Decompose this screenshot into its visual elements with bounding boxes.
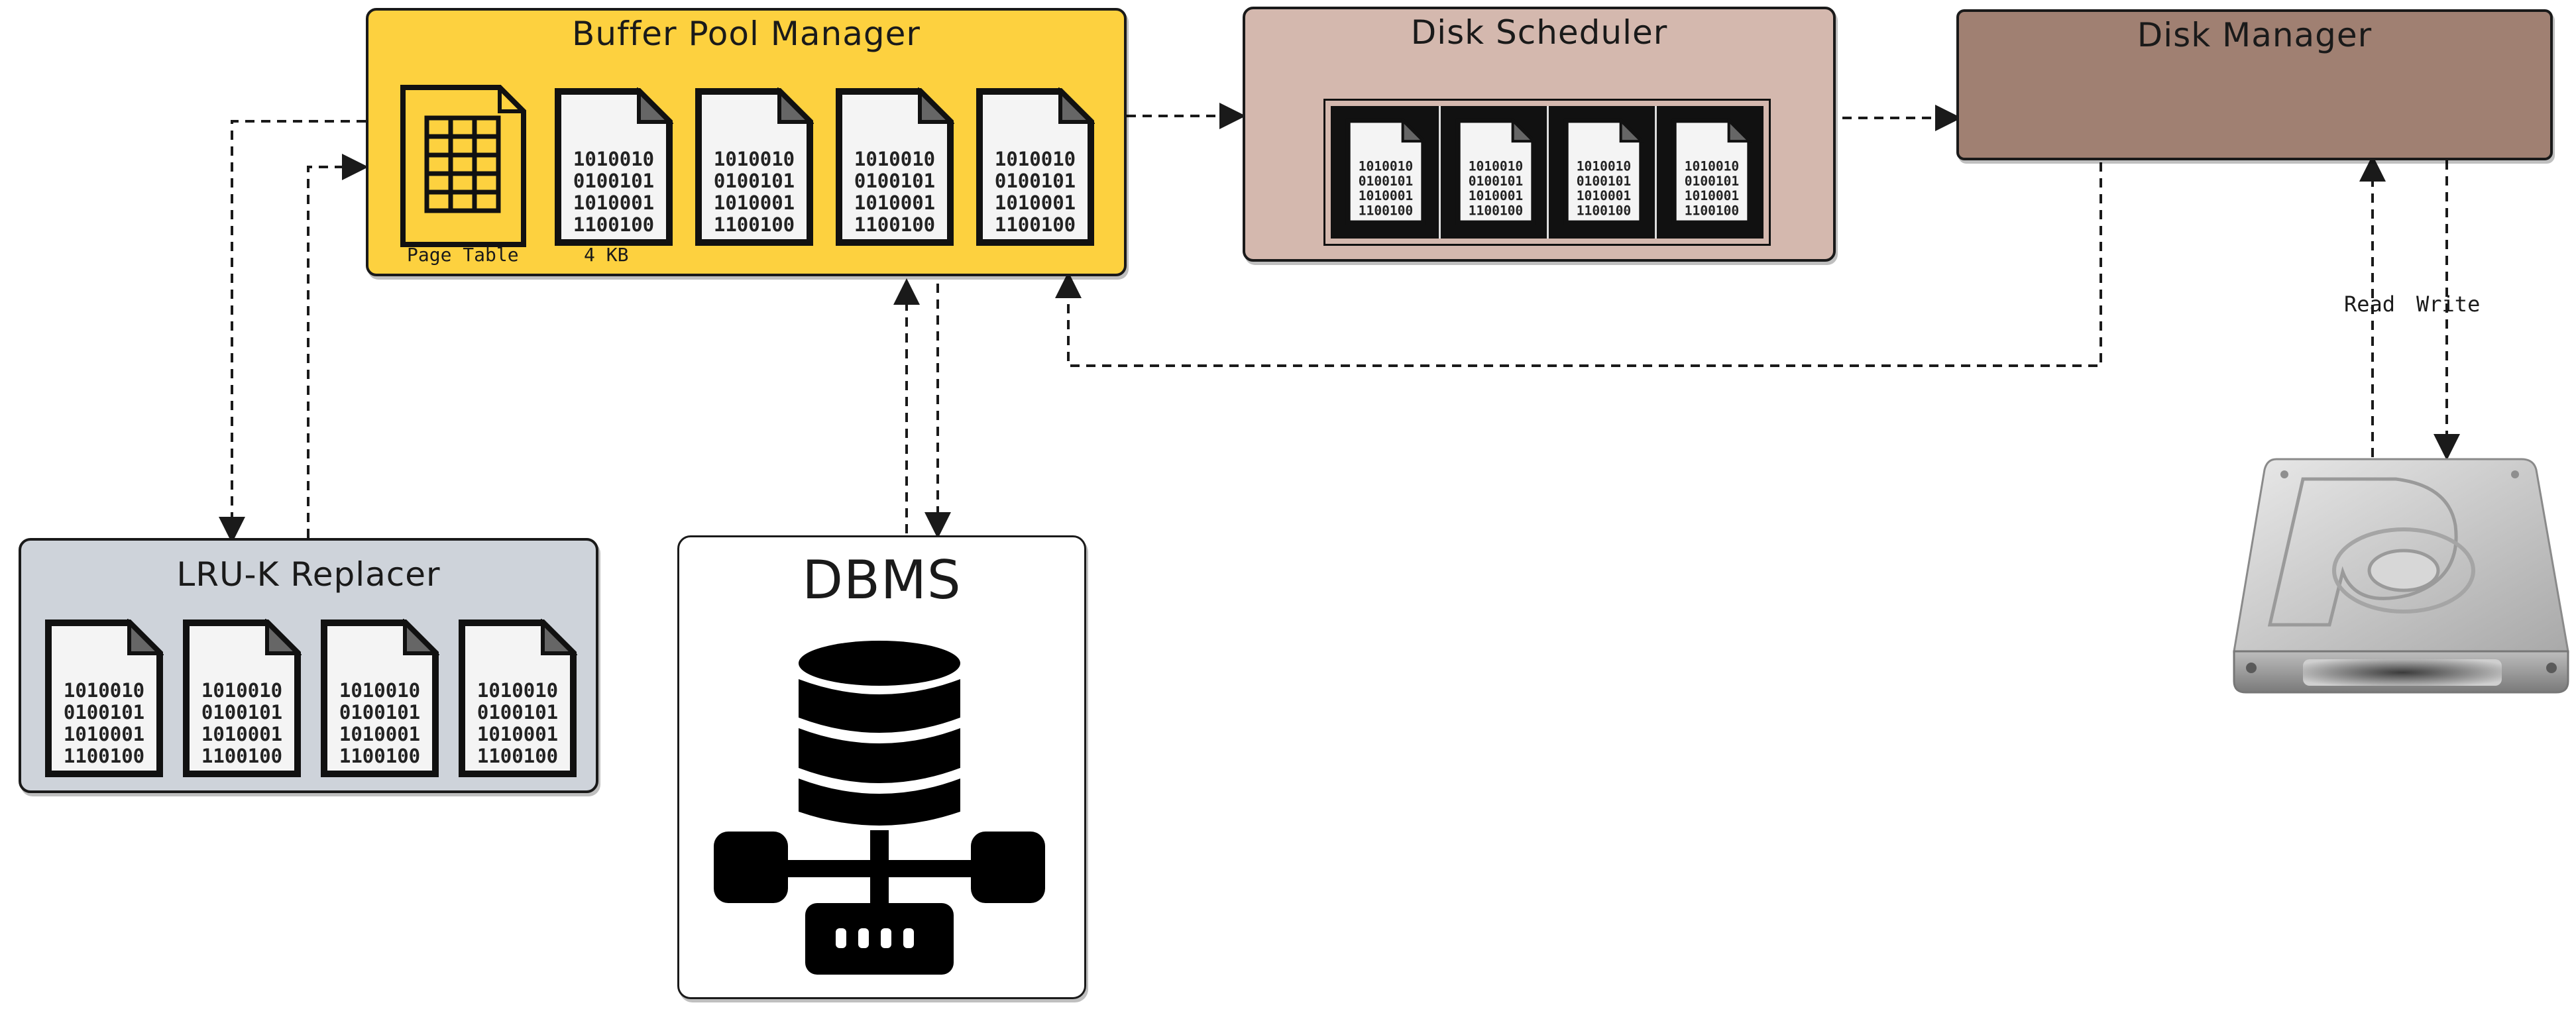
disk-scheduler-title: Disk Scheduler (1410, 13, 1668, 52)
page-bits-line: 1010001 (477, 723, 558, 745)
page-bits-line: 1010010 (1577, 159, 1631, 174)
disk-manager-box: Disk Manager (1956, 9, 2553, 160)
page-bits-line: 0100101 (1577, 174, 1631, 189)
page-bits-line: 1100100 (477, 745, 558, 767)
page-bits-line: 1100100 (1577, 203, 1631, 218)
page-bits-line: 1010001 (339, 723, 420, 745)
arrow-disk-manager-callback-to-bpm (1055, 162, 2102, 367)
page-bits-line: 0100101 (201, 701, 282, 724)
arrow-replacer-to-bpm (307, 154, 368, 538)
buffer-pool-manager-title: Buffer Pool Manager (572, 15, 921, 53)
page-bits-line: 1100100 (714, 213, 795, 236)
page-bits-line: 0100101 (1469, 174, 1523, 189)
page-bits-line: 1100100 (995, 213, 1076, 236)
page-bits-line: 1010010 (1685, 159, 1739, 174)
page-bits-line: 1010001 (573, 191, 654, 214)
page-table-label: Page Table (407, 244, 519, 266)
page-size-label: 4 KB (584, 244, 629, 266)
page-bits-line: 1010010 (714, 148, 795, 170)
page-bits-line: 1010001 (64, 723, 144, 745)
page-bits-line: 1010001 (854, 191, 935, 214)
dbms-box: DBMS (677, 535, 1086, 999)
dbms-title: DBMS (802, 549, 962, 611)
page-bits-line: 0100101 (714, 170, 795, 192)
page-bits-line: 0100101 (854, 170, 935, 192)
page-bits-line: 0100101 (64, 701, 144, 724)
page-bits-line: 1100100 (64, 745, 144, 767)
page-bits-line: 1100100 (573, 213, 654, 236)
page-bits-line: 1010001 (714, 191, 795, 214)
page-bits-line: 1010010 (477, 679, 558, 702)
page-bits-line: 1010010 (1359, 159, 1413, 174)
page-bits-line: 1010010 (995, 148, 1076, 170)
page-bits-line: 1100100 (854, 213, 935, 236)
page-bits-line: 0100101 (477, 701, 558, 724)
page-bits-line: 1100100 (1469, 203, 1523, 218)
page-bits-line: 1010001 (201, 723, 282, 745)
page-bits-line: 0100101 (1685, 174, 1739, 189)
page-bits-line: 1010001 (1685, 188, 1739, 203)
page-bits-line: 1010010 (1469, 159, 1523, 174)
page-bits-line: 1010010 (201, 679, 282, 702)
page-bits-line: 0100101 (1359, 174, 1413, 189)
page-bits-line: 1010001 (1469, 188, 1523, 203)
disk-manager-title: Disk Manager (2137, 16, 2373, 54)
page-bits-line: 0100101 (339, 701, 420, 724)
page-bits-line: 1100100 (201, 745, 282, 767)
read-label: Read (2344, 292, 2396, 317)
page-bits-line: 1100100 (1359, 203, 1413, 218)
page-bits-line: 1010001 (995, 191, 1076, 214)
page-bits-line: 1100100 (339, 745, 420, 767)
write-label: Write (2416, 292, 2481, 317)
page-bits-line: 1010010 (64, 679, 144, 702)
page-bits-line: 0100101 (995, 170, 1076, 192)
lru-k-replacer-title: LRU-K Replacer (176, 555, 441, 594)
page-bits-line: 1100100 (1685, 203, 1739, 218)
page-bits-line: 1010010 (573, 148, 654, 170)
page-bits-line: 1010010 (854, 148, 935, 170)
page-bits-line: 1010010 (339, 679, 420, 702)
arrow-bpm-to-replacer (219, 120, 366, 543)
page-bits-line: 0100101 (573, 170, 654, 192)
page-table-icon (400, 85, 526, 247)
hard-drive-icon (2233, 458, 2569, 694)
page-bits-line: 1010001 (1359, 188, 1413, 203)
database-network-icon (714, 641, 1045, 975)
page-bits-line: 1010001 (1577, 188, 1631, 203)
